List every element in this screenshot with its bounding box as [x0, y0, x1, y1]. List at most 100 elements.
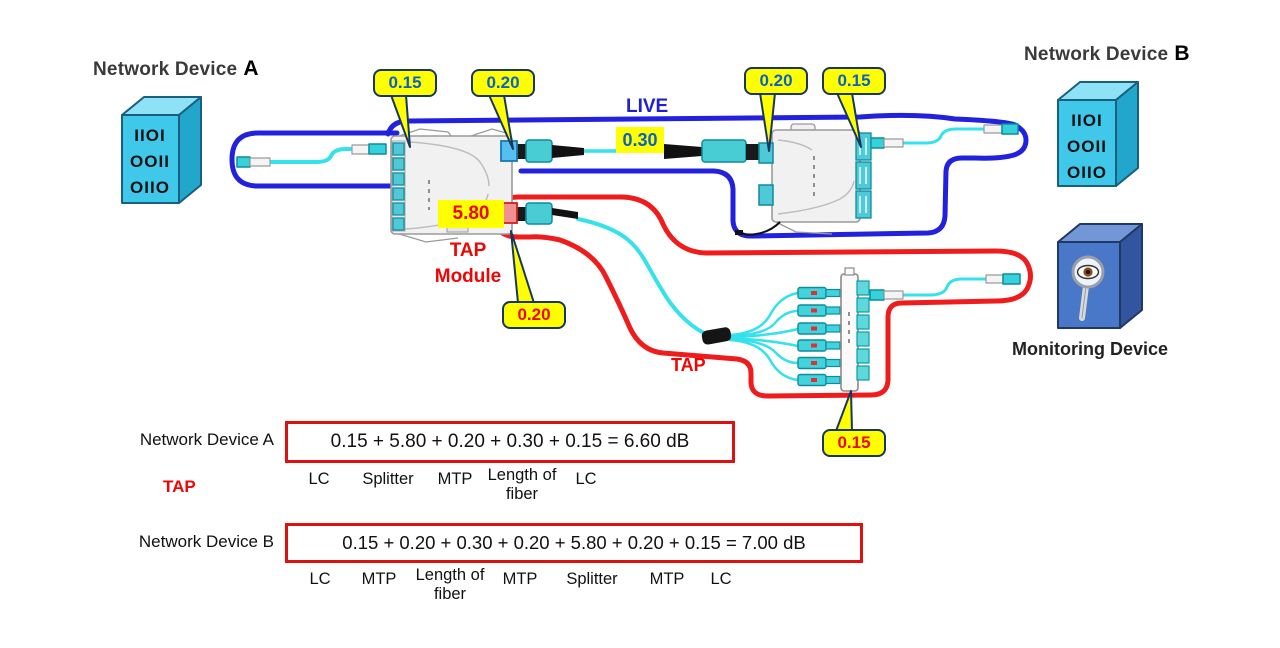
- network-device-b-box: IIOI OOII OIIO: [1057, 81, 1139, 187]
- live-path-left-pill: [229, 130, 400, 189]
- formula-a-box: 0.15 + 5.80 + 0.20 + 0.30 + 0.15 = 6.60 …: [285, 421, 735, 463]
- fiber-device-a: [266, 147, 356, 164]
- lc-connector: [869, 289, 885, 301]
- mtp-ferrule: [746, 144, 759, 160]
- tap-path-label: TAP: [671, 355, 706, 375]
- fanout-lc: [797, 304, 841, 317]
- device-b-label: Network Device: [1024, 44, 1169, 65]
- cassette-b-right-lc-ports: [855, 132, 872, 219]
- device-right-face: [1119, 223, 1143, 329]
- lc-adapter: [985, 274, 1004, 284]
- formula-b-device: Network Device B: [138, 532, 274, 551]
- fiber-fanout-1: [728, 291, 800, 337]
- tap-module-left-lc-ports: [392, 142, 405, 231]
- mtp-connector-tap: [517, 202, 578, 225]
- module-body: [771, 129, 861, 223]
- lc-adapter: [351, 144, 370, 155]
- svg-text:IIOI: IIOI: [1071, 111, 1102, 130]
- fiber-fanout-5: [728, 337, 800, 365]
- callout-stems: [390, 92, 862, 432]
- loss-callout-tap-mtp: 0.20: [471, 69, 535, 97]
- module-guide: [777, 139, 813, 151]
- module-fin: [467, 128, 507, 138]
- live-fiber-loss-highlight: 0.30: [616, 127, 664, 153]
- device-b-letter: B: [1174, 42, 1190, 65]
- device-front-face: [121, 114, 180, 204]
- fanout-lc-connectors: [797, 286, 841, 387]
- loss-callout-b-lc: 0.15: [822, 67, 886, 95]
- device-right-face: [1115, 81, 1139, 187]
- cassette-b-left-mtp-port2: [758, 184, 774, 206]
- live-path-label: LIVE: [626, 96, 669, 117]
- svg-text:OIIO: OIIO: [130, 178, 170, 197]
- formula-b-component: MTP: [649, 570, 685, 588]
- formula-b-component: MTP: [361, 570, 397, 588]
- splitter-barrel: [701, 327, 732, 345]
- lc-connector: [236, 156, 251, 168]
- mtp-ferrule: [517, 144, 526, 159]
- fiber-device-b: [900, 127, 986, 145]
- module-pigtail: [741, 221, 781, 236]
- svg-text:OIIO: OIIO: [1067, 163, 1107, 182]
- breakout-panel: [840, 267, 870, 392]
- formula-a-tag: TAP: [163, 477, 196, 496]
- mtp-body: [525, 202, 553, 225]
- lc-connector: [368, 143, 387, 155]
- fanout-lc: [797, 286, 841, 300]
- svg-text:OOII: OOII: [1067, 137, 1107, 156]
- loss-callout-tap-port: 0.20: [502, 301, 566, 329]
- mtp-boot: [664, 144, 702, 159]
- fiber-fanout-2: [728, 309, 800, 338]
- monitoring-device-box: [1057, 223, 1143, 329]
- device-front-face: [1057, 99, 1117, 187]
- splitter-loss-highlight: 5.80: [438, 200, 504, 228]
- loss-callout-panel: 0.15: [822, 429, 886, 457]
- tap-path-outline: [492, 194, 1033, 399]
- fanout-lc: [797, 322, 841, 335]
- tap-module-label-line1: TAP: [449, 240, 487, 261]
- mtp-body: [525, 139, 553, 163]
- formula-b-box: 0.15 + 0.20 + 0.30 + 0.20 + 5.80 + 0.20 …: [285, 523, 863, 563]
- patchcord-connectors: [236, 123, 1021, 301]
- fiber-cables: [266, 127, 988, 382]
- fiber-fanout-3: [728, 327, 800, 339]
- device-a-label: Network Device: [93, 59, 238, 80]
- mtp-boot: [552, 145, 584, 158]
- mtp-boot: [552, 208, 578, 219]
- formula-b-component: LC: [710, 570, 732, 588]
- monitoring-device-label: Monitoring Device: [1012, 339, 1169, 359]
- lc-adapter: [883, 138, 904, 148]
- tap-module-live-mtp-port: [500, 140, 518, 162]
- formula-a-component: LC: [308, 470, 330, 488]
- tap-module-label-line2: Module: [434, 265, 502, 287]
- loss-callout-tap-lc: 0.15: [373, 69, 437, 97]
- lc-connector: [1002, 273, 1021, 285]
- formula-a-device: Network Device A: [139, 430, 274, 449]
- fanout-lc: [797, 339, 841, 352]
- formula-a-component: LC: [575, 470, 597, 488]
- device-screen-text: IIOI OOII OIIO: [1067, 111, 1107, 182]
- formula-a-component: Splitter: [362, 470, 414, 488]
- formula-b-equation: 0.15 + 0.20 + 0.30 + 0.20 + 5.80 + 0.20 …: [342, 532, 806, 553]
- fiber-monitoring: [900, 277, 988, 297]
- formula-b-component: Splitter: [566, 570, 618, 588]
- fiber-fanout-6: [728, 338, 800, 382]
- formula-a-equation: 0.15 + 5.80 + 0.20 + 0.30 + 0.15 = 6.60 …: [330, 431, 690, 452]
- formula-b-component: MTP: [502, 570, 538, 588]
- formula-a-component: MTP: [437, 470, 473, 488]
- device-right-face: [178, 96, 202, 204]
- pigtail-tip: [735, 230, 743, 235]
- formula-b-component: LC: [309, 570, 331, 588]
- formula-a-component: Length of fiber: [487, 466, 557, 503]
- fanout-lc: [797, 373, 841, 387]
- fiber-tap-trunk: [576, 217, 706, 335]
- module-guide: [777, 180, 855, 215]
- network-device-a-box: IIOI OOII OIIO: [121, 96, 202, 204]
- panel-lc-adapters: [856, 280, 870, 381]
- lc-adapter: [983, 124, 1003, 134]
- lc-adapter: [249, 157, 271, 167]
- loss-callout-b-mtp: 0.20: [744, 67, 808, 95]
